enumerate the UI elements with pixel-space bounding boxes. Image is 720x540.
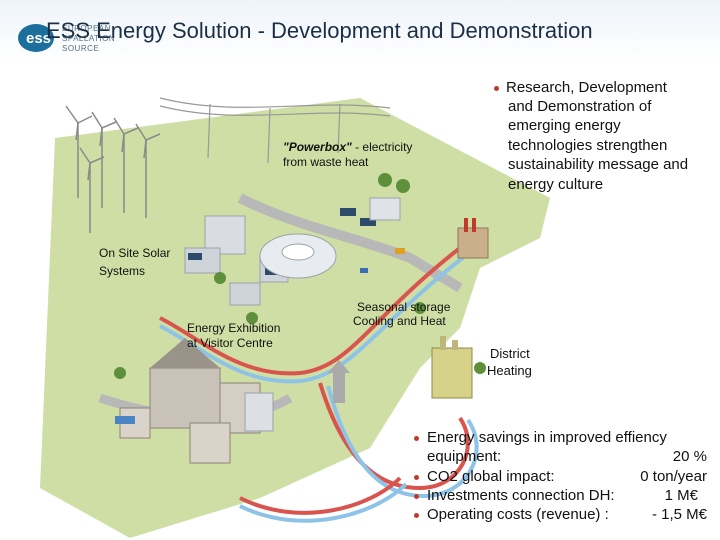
research-line-3: emerging energy — [508, 117, 621, 134]
office-buildings — [184, 215, 289, 306]
hot-pipe-district — [318, 382, 470, 491]
hot-pipe — [159, 246, 462, 376]
savings-bullet-3 — [414, 494, 419, 499]
research-line-5: sustainability message and — [508, 156, 689, 173]
powerbox-building — [369, 197, 401, 221]
research-line-2: and Demonstration of — [508, 98, 652, 115]
district-heating-plant — [431, 336, 473, 399]
central-facility — [259, 233, 337, 279]
savings-item-4: Operating costs (revenue) :- 1,5 M€ — [427, 506, 707, 523]
research-line-1: Research, Development — [506, 79, 667, 96]
research-line-6: energy culture — [508, 176, 604, 193]
research-bullet — [494, 86, 499, 91]
page-title: ESS Energy Solution - Development and De… — [46, 18, 593, 43]
cold-pipe — [159, 254, 467, 384]
road — [237, 193, 463, 293]
logo-mark: ess — [26, 30, 52, 47]
label-storage-line2: Cooling and Heat — [353, 314, 446, 328]
label-exhibition-line1: Energy Exhibition — [187, 321, 281, 335]
savings-bullet-4 — [414, 513, 419, 518]
label-powerbox-line2: from waste heat — [283, 155, 369, 169]
research-line-4: technologies strengthen — [508, 137, 668, 154]
hot-pipe-city — [239, 476, 402, 515]
logo-text-european: EUROPEAN — [62, 24, 111, 33]
logo-text-spallation: SPALLATION — [62, 34, 116, 43]
savings-bullet-2 — [414, 475, 419, 480]
vehicles — [115, 248, 405, 424]
savings-item-2: CO2 global impact:0 ton/year — [427, 468, 707, 485]
label-powerbox: "Powerbox" - electricity — [283, 140, 413, 154]
wind-turbines — [65, 105, 161, 233]
label-solar-line1: On Site Solar — [99, 246, 171, 260]
label-solar-line2: Systems — [99, 264, 146, 278]
cold-pipe-city — [239, 482, 408, 523]
label-district-line2: Heating — [487, 363, 532, 378]
heat-plant — [457, 218, 489, 259]
savings-item-1-cont: equipment:20 % — [427, 448, 707, 465]
label-district-line1: District — [490, 346, 530, 361]
energy-scene-illustration — [40, 88, 560, 540]
label-exhibition-line2: at Visitor Centre — [187, 336, 273, 350]
storage-arrow — [328, 360, 350, 403]
logo-text-source: SOURCE — [62, 44, 100, 53]
header-band — [0, 0, 720, 62]
savings-bullet-1 — [414, 436, 419, 441]
cold-pipe-district — [326, 385, 479, 499]
logo-circle — [18, 24, 54, 52]
ess-logo: ess EUROPEAN SPALLATION SOURCE — [18, 18, 118, 58]
trees — [114, 173, 486, 379]
savings-item-1: Energy savings in improved effiency — [427, 429, 667, 446]
power-line — [159, 97, 391, 164]
label-storage-line1: Seasonal storage — [357, 300, 451, 314]
savings-item-3: Investments connection DH:1 M€ — [427, 487, 698, 504]
